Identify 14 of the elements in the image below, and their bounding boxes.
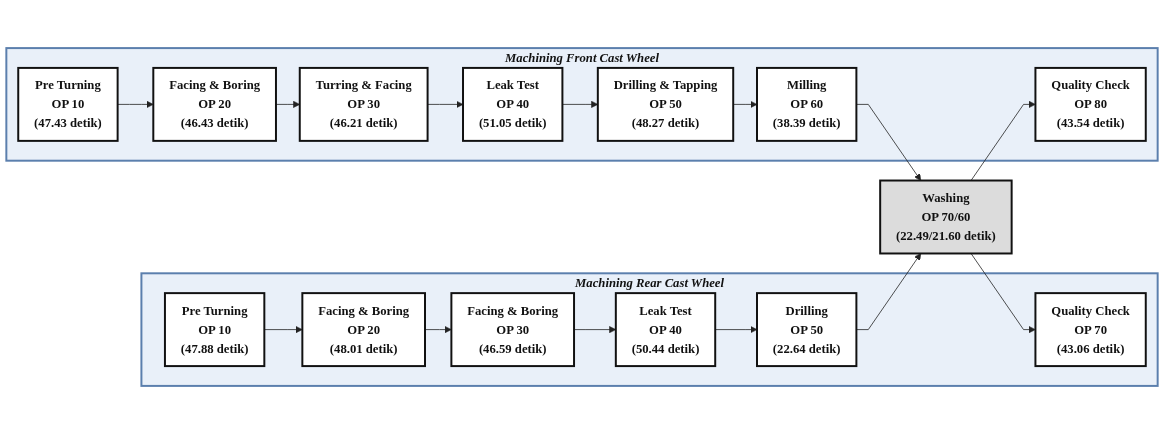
node-box: Facing & Boring OP 20 (46.43 detik) [152, 66, 277, 142]
node-box: Quality Check OP 80 (43.54 detik) [1034, 66, 1147, 142]
node-box: Milling OP 60 (38.39 detik) [756, 66, 858, 142]
node-box: Pre Turning OP 10 (47.43 detik) [17, 66, 119, 142]
node-box: Drilling OP 50 (22.64 detik) [756, 292, 858, 368]
node-box: Facing & Boring OP 20 (48.01 detik) [301, 292, 426, 368]
node-box: Leak Test OP 40 (51.05 detik) [462, 66, 564, 142]
node-box: Quality Check OP 70 (43.06 detik) [1034, 292, 1147, 368]
node-box: Drilling & Tapping OP 50 (48.27 detik) [596, 66, 735, 142]
node-box: Turring & Facing OP 30 (46.21 detik) [298, 66, 429, 142]
node-box: Facing & Boring OP 30 (46.59 detik) [450, 292, 576, 368]
node-box: Pre Turning OP 10 (47.88 detik) [163, 292, 266, 368]
node-box: Washing OP 70/60 (22.49/21.60 detik) [879, 179, 1013, 255]
node-box: Leak Test OP 40 (50.44 detik) [614, 292, 717, 368]
